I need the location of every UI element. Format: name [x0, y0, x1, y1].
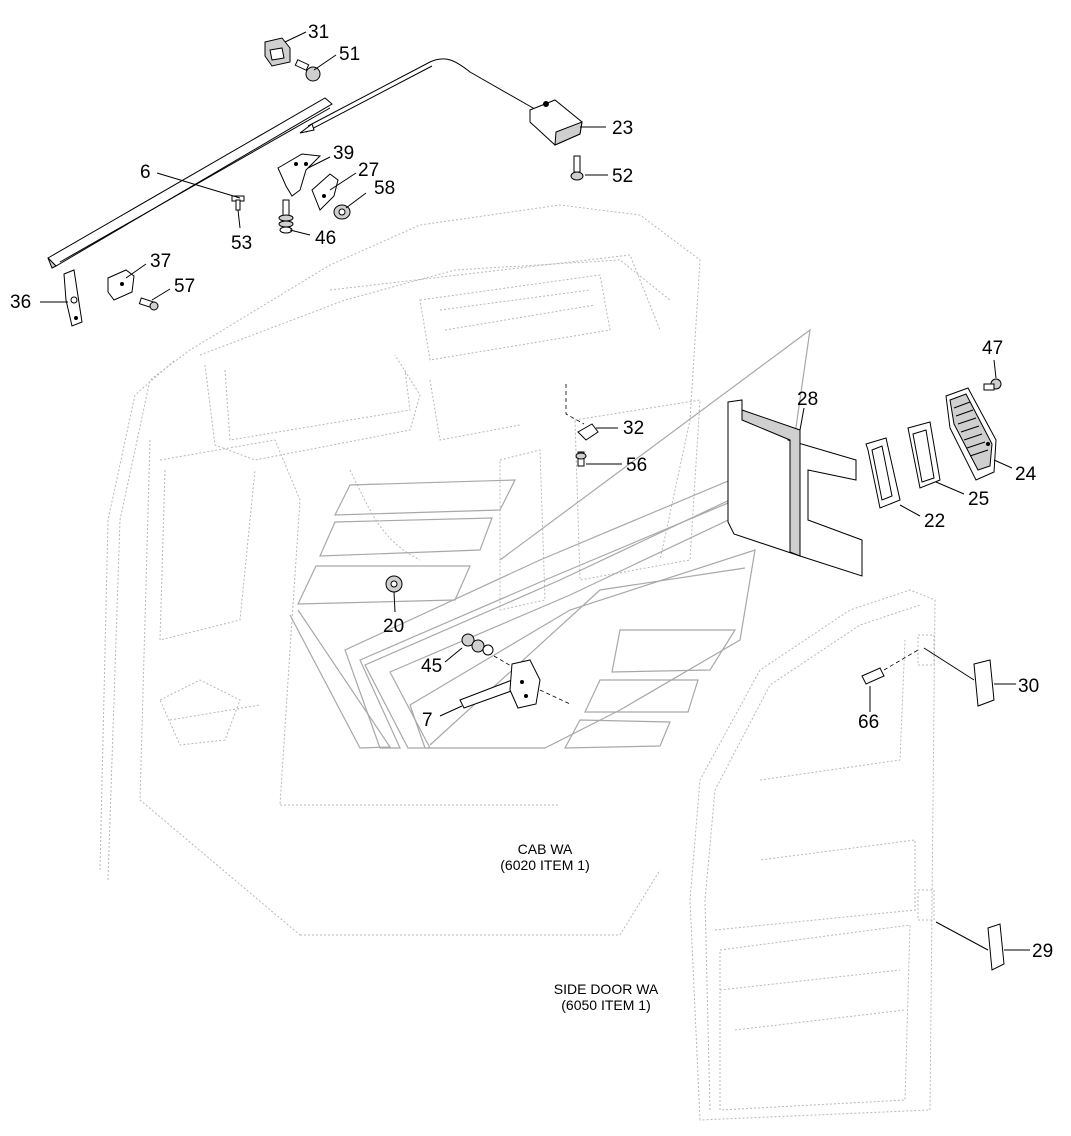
door-assembly-ref: (6050 ITEM 1): [561, 997, 650, 1013]
screw-part-51: [294, 59, 321, 82]
callout-52: 52: [612, 166, 633, 187]
callout-45: 45: [421, 656, 442, 677]
callout-51: 51: [339, 44, 360, 65]
nut-part-58: [333, 204, 351, 220]
callout-66: 66: [858, 712, 879, 733]
callout-39: 39: [333, 143, 354, 164]
pad-part-29: [935, 921, 1005, 971]
bolt-part-52: [570, 155, 584, 181]
callout-22: 22: [924, 511, 945, 532]
callout-36: 36: [10, 292, 31, 313]
door-assembly-name: SIDE DOOR WA: [554, 981, 659, 997]
callout-6: 6: [140, 162, 151, 183]
screw-part-47: [983, 378, 1002, 391]
callout-20: 20: [383, 616, 404, 637]
pin-part-7: [459, 659, 571, 709]
callout-labels: 31 51 23 52 6 39 27 58 53 46 37 57 36 47…: [10, 22, 1053, 962]
gasket-part-25: [907, 421, 941, 489]
callout-28: 28: [797, 389, 818, 410]
callout-37: 37: [150, 251, 171, 272]
screw-part-66: [861, 649, 919, 685]
callout-31: 31: [308, 22, 329, 43]
louver-part-24: [945, 387, 997, 481]
plate-part-30: [923, 647, 995, 707]
callout-24: 24: [1015, 464, 1037, 485]
rail-part-6: [47, 97, 333, 269]
cab-body-outline: [99, 204, 701, 936]
callout-32: 32: [623, 418, 644, 439]
callout-56: 56: [626, 455, 647, 476]
seal-part-22: [865, 437, 901, 509]
callout-30: 30: [1018, 676, 1039, 697]
bracket-part-37: [107, 269, 135, 301]
cab-assembly-ref: (6020 ITEM 1): [500, 857, 589, 873]
link-part-36: [63, 269, 83, 327]
hardware-part-45: [461, 633, 519, 671]
screw-part-53: [231, 195, 245, 211]
screw-part-56: [575, 451, 587, 467]
callout-58: 58: [374, 178, 395, 199]
clip-part-31: [264, 37, 291, 67]
cable-rod: [299, 58, 541, 134]
callout-29: 29: [1032, 941, 1053, 962]
grommet-part-20: [385, 575, 403, 593]
callout-47: 47: [982, 338, 1003, 359]
leader-lines: [40, 31, 1030, 951]
callout-7: 7: [422, 710, 433, 731]
callout-27: 27: [358, 160, 379, 181]
callout-23: 23: [612, 118, 633, 139]
side-door-outline: [689, 589, 936, 1121]
callout-53: 53: [231, 233, 252, 254]
screw-part-57: [138, 297, 159, 311]
assembly-captions: CAB WA (6020 ITEM 1) SIDE DOOR WA (6050 …: [500, 841, 659, 1013]
bracket-part-39: [277, 153, 322, 197]
callout-46: 46: [315, 228, 336, 249]
decal-strips: [289, 328, 811, 749]
callout-57: 57: [174, 276, 195, 297]
foam-part-28: [727, 399, 863, 577]
plate-part-27: [311, 173, 339, 211]
callout-25: 25: [968, 489, 989, 510]
clip-part-32: [565, 384, 599, 441]
cab-assembly-name: CAB WA: [518, 841, 573, 857]
bolt-stack-part-46: [278, 199, 294, 234]
block-part-23: [529, 99, 583, 146]
